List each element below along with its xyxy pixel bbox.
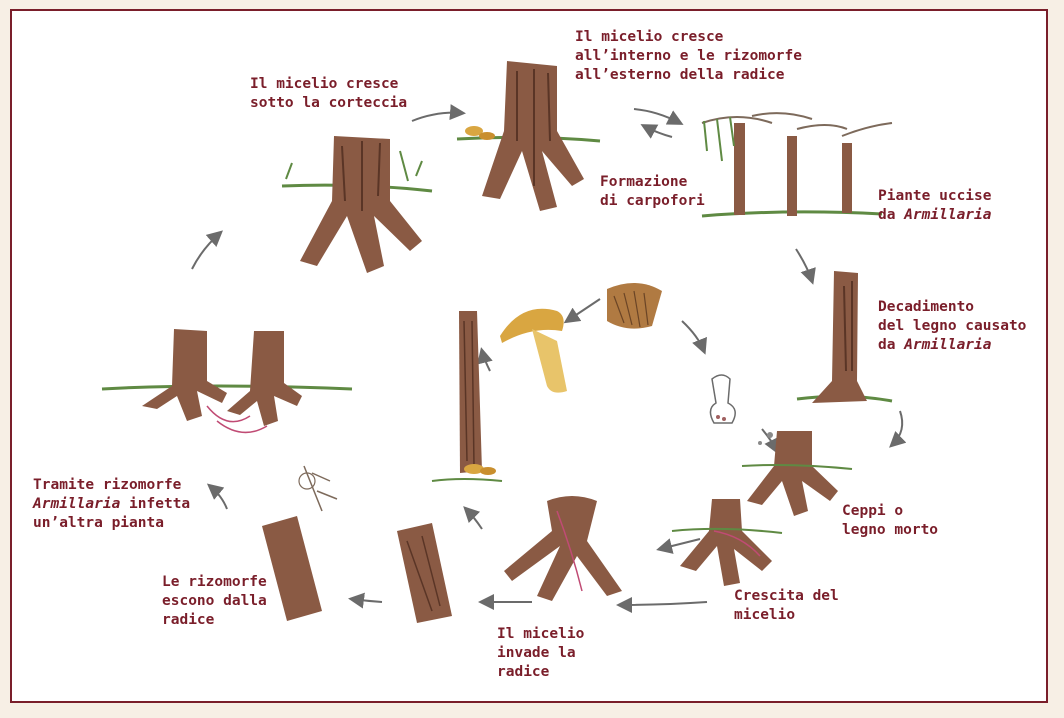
label-under-bark: Il micelio cresce sotto la corteccia [250, 75, 407, 113]
dead-trees [702, 113, 892, 216]
diagram-frame: Il micelio cresce sotto la corteccia Il … [10, 9, 1048, 703]
label-line: Armillaria infetta [33, 495, 190, 514]
label-species: Armillaria [904, 337, 991, 353]
label-text: da [878, 337, 904, 353]
label-line: escono dalla [162, 592, 267, 611]
arrow-3 [644, 126, 672, 137]
arrow-10 [210, 486, 227, 509]
label-inside-root: Il micelio cresce all’interno e le rizom… [575, 28, 802, 85]
mushroom-fruiting-body [500, 309, 567, 393]
label-line: radice [162, 611, 267, 630]
label-text: infetta [120, 496, 190, 512]
label-line: da Armillaria [878, 336, 1026, 355]
label-line: Ceppi o [842, 502, 938, 521]
label-line: radice [497, 663, 584, 682]
arrow-5 [892, 411, 902, 445]
label-line: invade la [497, 644, 584, 663]
arrow-2 [634, 109, 680, 123]
label-wood-decay: Decadimento del legno causato da Armilla… [878, 298, 1026, 355]
label-mycelium-invades-root: Il micelio invade la radice [497, 625, 584, 682]
label-line: un’altra pianta [33, 514, 190, 533]
label-mycelium-growth: Crescita del micelio [734, 587, 839, 625]
label-species: Armillaria [33, 496, 120, 512]
stump-under-bark [282, 136, 432, 273]
label-infects-other-plant: Tramite rizomorfe Armillaria infetta un’… [33, 476, 190, 533]
label-line: di carpofori [600, 192, 705, 211]
arrow-9 [352, 599, 382, 602]
label-line: Il micelio [497, 625, 584, 644]
inner-arrow-2 [682, 321, 704, 351]
inner-arrow-4 [466, 509, 482, 529]
label-line: Il micelio cresce [575, 28, 802, 47]
arrow-6 [660, 539, 700, 549]
arrow-11 [192, 233, 220, 269]
label-line: da Armillaria [878, 206, 992, 225]
label-rhizomorphs-exit: Le rizomorfe escono dalla radice [162, 573, 267, 630]
label-stumps-dead-wood: Ceppi o legno morto [842, 502, 938, 540]
arrow-1 [412, 113, 462, 121]
arrow-7 [620, 602, 707, 605]
spore-germination [710, 375, 773, 445]
root-invaded [504, 496, 622, 601]
arrow-4 [796, 249, 812, 281]
central-infected-trunk [432, 311, 502, 481]
label-line: Tramite rizomorfe [33, 476, 190, 495]
label-line: Formazione [600, 173, 705, 192]
label-text: da [878, 207, 904, 223]
label-line: Il micelio cresce [250, 75, 407, 94]
label-line: Decadimento [878, 298, 1026, 317]
label-line: Crescita del [734, 587, 839, 606]
label-line: sotto la corteccia [250, 94, 407, 113]
inner-arrow-5 [482, 351, 490, 371]
label-fruiting-bodies: Formazione di carpofori [600, 173, 705, 211]
label-line: Le rizomorfe [162, 573, 267, 592]
label-line: micelio [734, 606, 839, 625]
mushroom-gills [607, 283, 662, 329]
label-line: del legno causato [878, 317, 1026, 336]
label-line: legno morto [842, 521, 938, 540]
label-killed-plants: Piante uccise da Armillaria [878, 187, 992, 225]
label-species: Armillaria [904, 207, 991, 223]
trees-rhizomorph-infection [102, 329, 352, 432]
label-line: all’interno e le rizomorfe [575, 47, 802, 66]
inner-arrow-1 [567, 299, 600, 321]
label-line: Piante uccise [878, 187, 992, 206]
label-line: all’esterno della radice [575, 66, 802, 85]
